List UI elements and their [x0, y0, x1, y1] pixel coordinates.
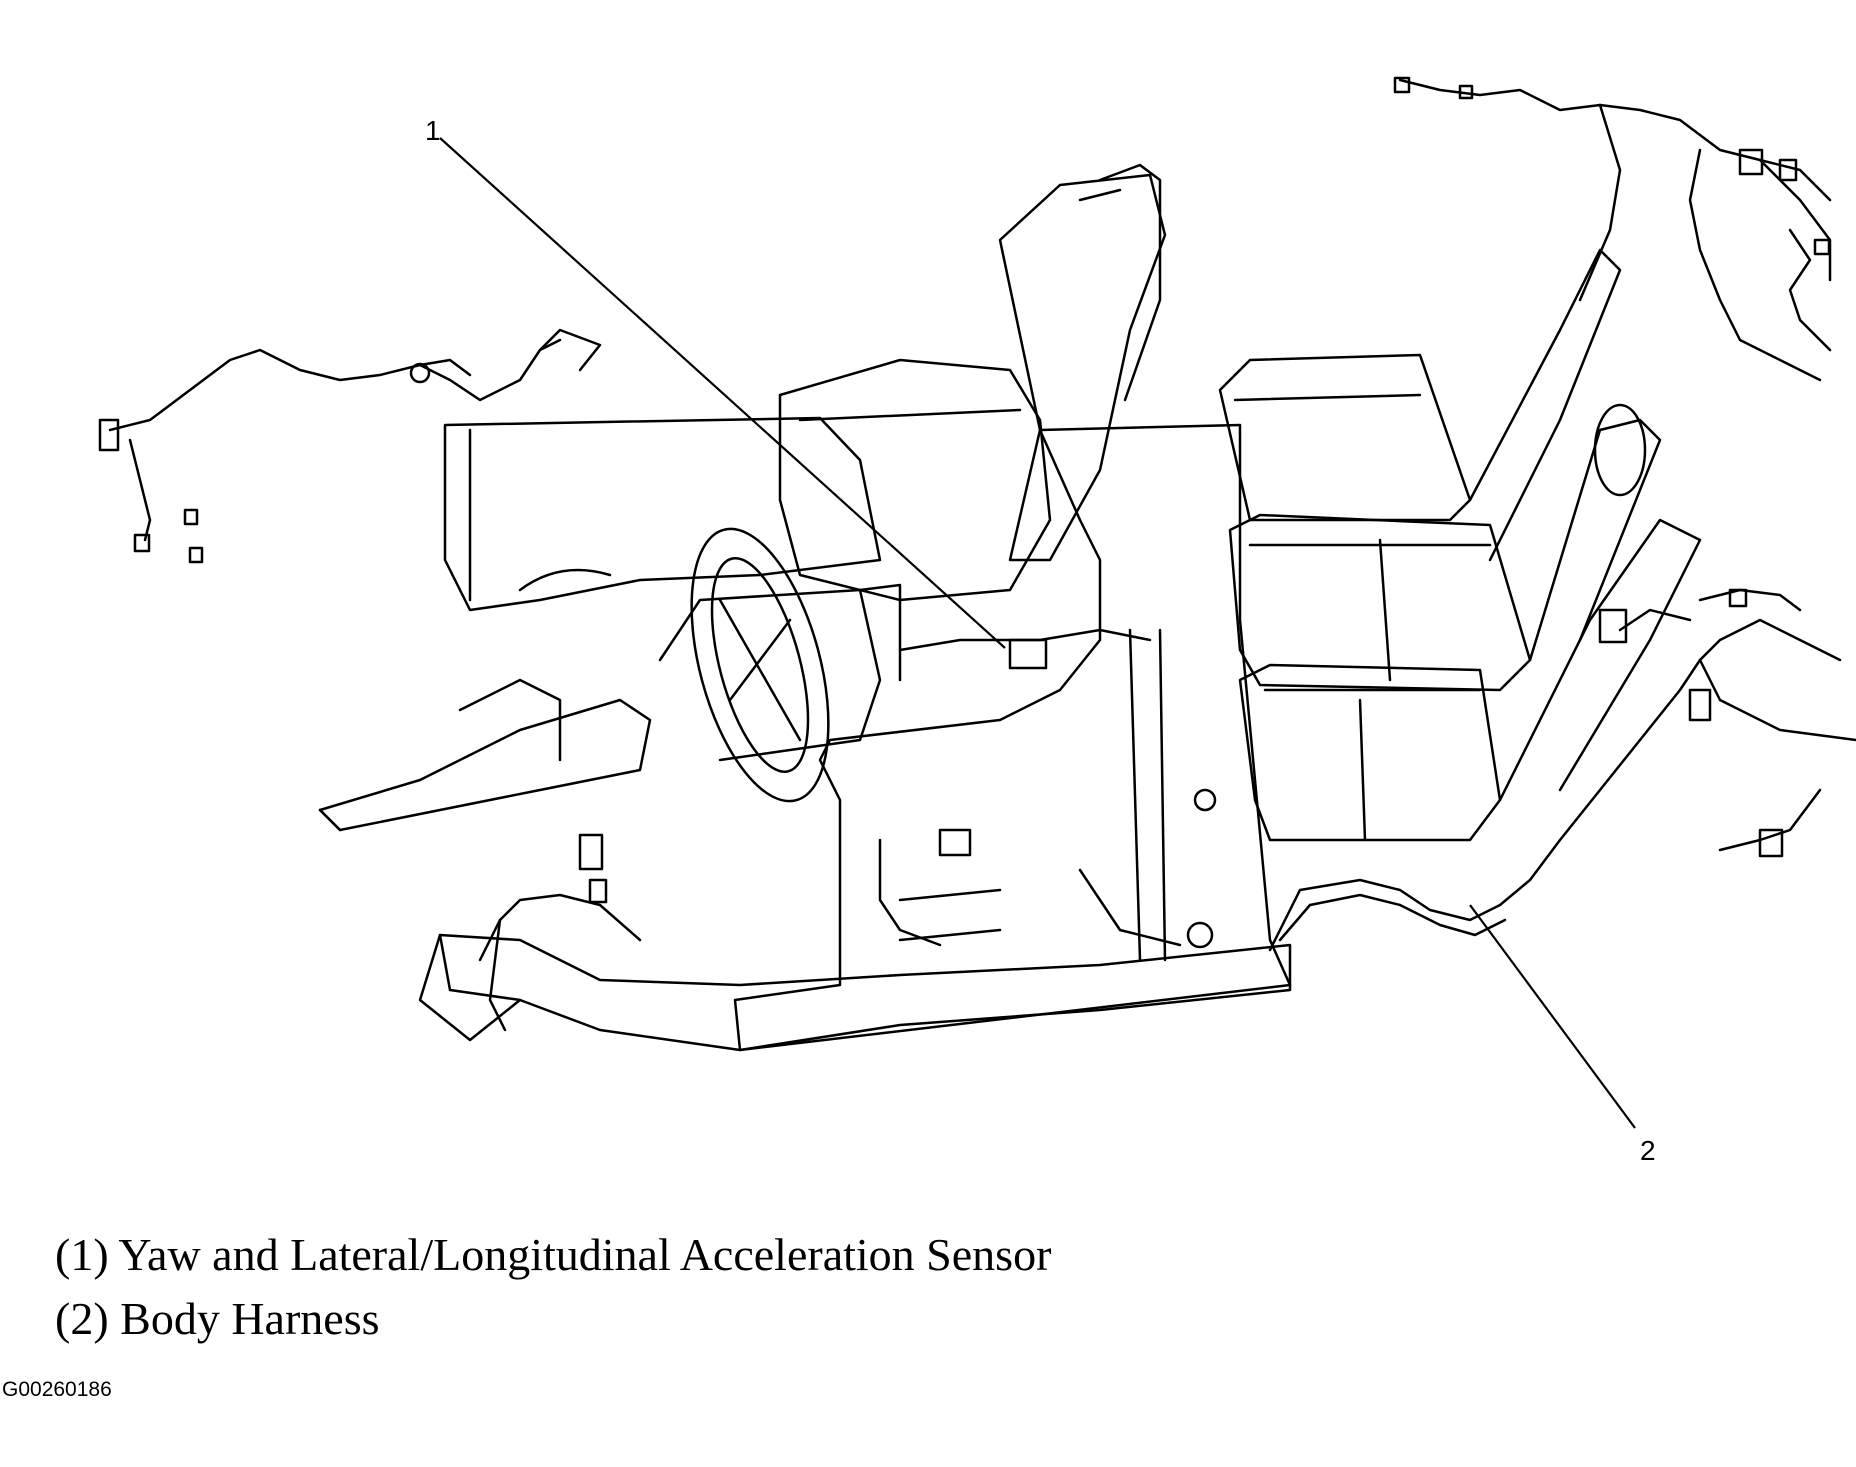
legend-item-2: (2) Body Harness — [55, 1293, 380, 1344]
figure-id: G00260186 — [2, 1378, 112, 1401]
leader-line-2 — [1469, 904, 1636, 1129]
body-harness — [1268, 608, 1856, 952]
rear-seat-frames — [1218, 248, 1702, 842]
left-lower-harness — [478, 833, 642, 1032]
callout-number-1: 1 — [425, 115, 441, 146]
legend-item-1: (1) Yaw and Lateral/Longitudinal Acceler… — [55, 1229, 1052, 1280]
right-lower-harness — [1698, 588, 1822, 858]
lower-rail — [418, 933, 1292, 1052]
left-upper-harness — [98, 328, 602, 564]
wiring-diagram: 1 2 — [98, 76, 1856, 1160]
upper-right-harness — [1393, 76, 1832, 382]
floor-pan — [733, 423, 1292, 1052]
left-cowl-panel — [443, 416, 882, 612]
steering-column — [318, 527, 902, 832]
front-seat — [778, 163, 1167, 602]
leader-line-1 — [439, 137, 1006, 649]
leader-lines — [439, 137, 1636, 1129]
callout-number-2: 2 — [1640, 1135, 1656, 1160]
center-harness — [878, 628, 1182, 947]
